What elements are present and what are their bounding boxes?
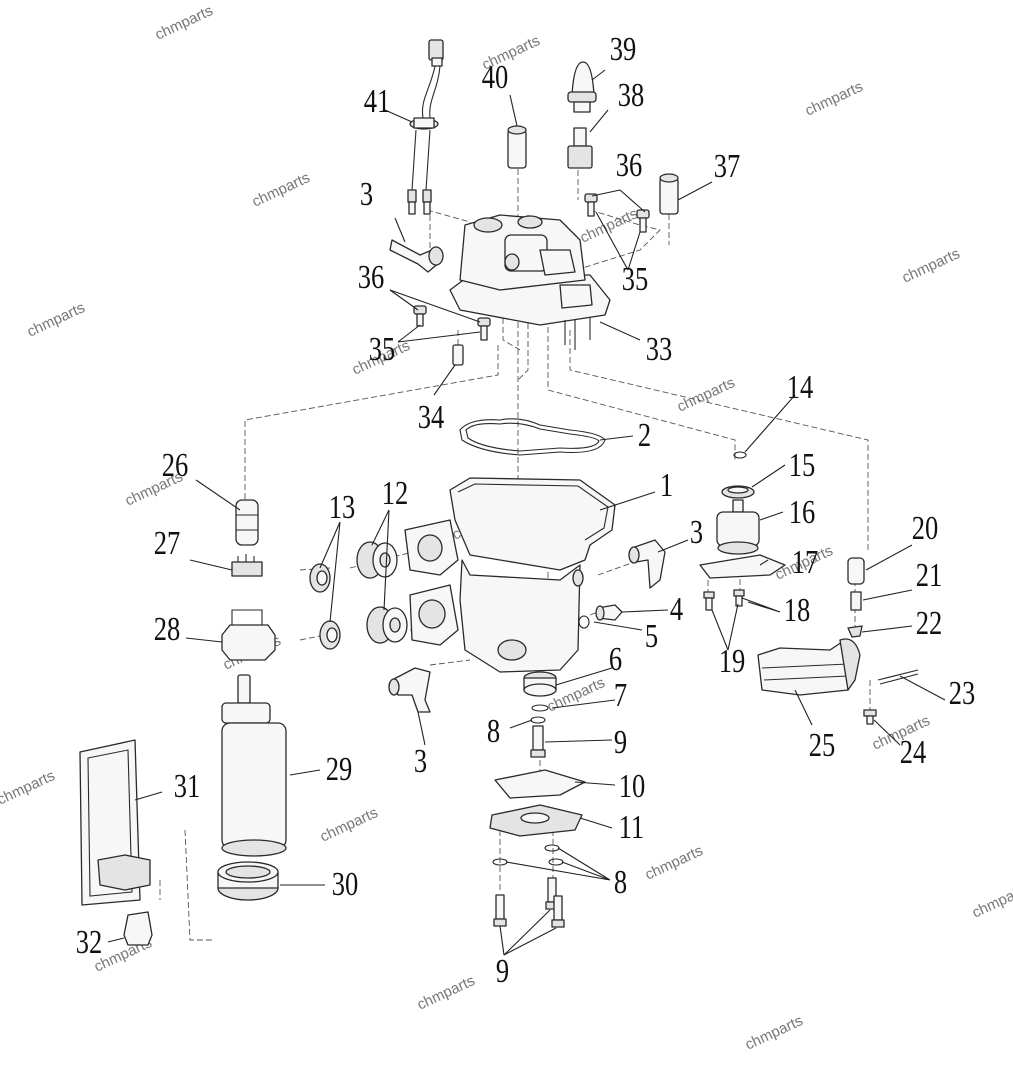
callout-41: 41 xyxy=(364,82,391,120)
callout-20: 20 xyxy=(912,509,939,547)
callout-19: 19 xyxy=(719,642,746,680)
callout-9: 9 xyxy=(496,952,509,990)
callout-26: 26 xyxy=(162,446,189,484)
watermark: chmparts xyxy=(900,245,963,286)
callout-25: 25 xyxy=(809,726,836,764)
callout-23: 23 xyxy=(949,674,976,712)
watermark: chmparts xyxy=(970,880,1013,921)
callout-11: 11 xyxy=(619,808,645,846)
watermark: chmparts xyxy=(578,205,641,246)
callout-31: 31 xyxy=(174,767,201,805)
callout-2: 2 xyxy=(638,416,651,454)
callout-37: 37 xyxy=(714,147,741,185)
callout-21: 21 xyxy=(916,556,943,594)
callout-3: 3 xyxy=(414,742,427,780)
watermark: chmparts xyxy=(0,767,58,808)
callout-36: 36 xyxy=(358,258,385,296)
leader-lines xyxy=(107,69,946,956)
callout-27: 27 xyxy=(154,524,181,562)
pressure-regulator xyxy=(699,451,786,611)
callout-14: 14 xyxy=(787,368,814,406)
callout-13: 13 xyxy=(329,488,356,526)
callout-28: 28 xyxy=(154,610,181,648)
elbow-fitting xyxy=(389,239,444,273)
callout-34: 34 xyxy=(418,398,445,436)
callout-36: 36 xyxy=(616,146,643,184)
wire-harness xyxy=(407,39,444,215)
callout-3: 3 xyxy=(360,175,373,213)
callout-1: 1 xyxy=(660,466,673,504)
plate-and-bracket xyxy=(489,769,586,837)
callout-32: 32 xyxy=(76,923,103,961)
pump-cover xyxy=(449,214,611,350)
callout-38: 38 xyxy=(618,76,645,114)
callout-22: 22 xyxy=(916,604,943,642)
watermark: chmparts xyxy=(153,2,216,43)
callout-4: 4 xyxy=(670,590,683,628)
elbow-fitting xyxy=(628,539,666,589)
watermark: chmparts xyxy=(803,78,866,119)
top-small-parts xyxy=(413,61,679,366)
watermark: chmparts xyxy=(415,972,478,1013)
callout-18: 18 xyxy=(784,591,811,629)
watermark: chmparts xyxy=(743,1012,806,1053)
pump-components-left xyxy=(221,499,276,661)
watermark: chmparts xyxy=(675,374,738,415)
callout-9: 9 xyxy=(614,723,627,761)
callout-39: 39 xyxy=(610,30,637,68)
watermark: chmparts xyxy=(643,842,706,883)
callout-15: 15 xyxy=(789,446,816,484)
callout-3: 3 xyxy=(690,513,703,551)
callout-12: 12 xyxy=(382,474,409,512)
watermark: chmparts xyxy=(25,299,88,340)
callout-8: 8 xyxy=(487,712,500,750)
fuel-sender xyxy=(757,557,919,725)
callout-17: 17 xyxy=(792,543,819,581)
callout-33: 33 xyxy=(646,330,673,368)
center-bolt-stack xyxy=(523,671,557,758)
callout-29: 29 xyxy=(326,750,353,788)
fitting-and-seal xyxy=(578,604,623,629)
gasket-2 xyxy=(459,418,606,456)
callout-35: 35 xyxy=(622,260,649,298)
watermark: chmparts xyxy=(318,804,381,845)
callout-labels: 1 2 3 3 3 4 5 6 7 8 8 9 9 10 11 12 13 14… xyxy=(76,30,976,990)
callout-6: 6 xyxy=(609,640,622,678)
callout-7: 7 xyxy=(614,676,627,714)
callout-40: 40 xyxy=(482,58,509,96)
pump-housing xyxy=(404,477,616,673)
grommets xyxy=(309,541,408,650)
callout-35: 35 xyxy=(369,330,396,368)
callout-16: 16 xyxy=(789,493,816,531)
strainer xyxy=(79,739,153,946)
callout-10: 10 xyxy=(619,767,646,805)
watermark: chmparts xyxy=(250,169,313,210)
callout-30: 30 xyxy=(332,865,359,903)
callout-8: 8 xyxy=(614,863,627,901)
callout-5: 5 xyxy=(645,617,658,655)
pump-ring xyxy=(217,861,279,901)
callout-24: 24 xyxy=(900,733,927,771)
elbow-fitting xyxy=(388,667,431,713)
fuel-pump xyxy=(221,674,287,857)
assembly-guide-lines xyxy=(159,160,871,941)
